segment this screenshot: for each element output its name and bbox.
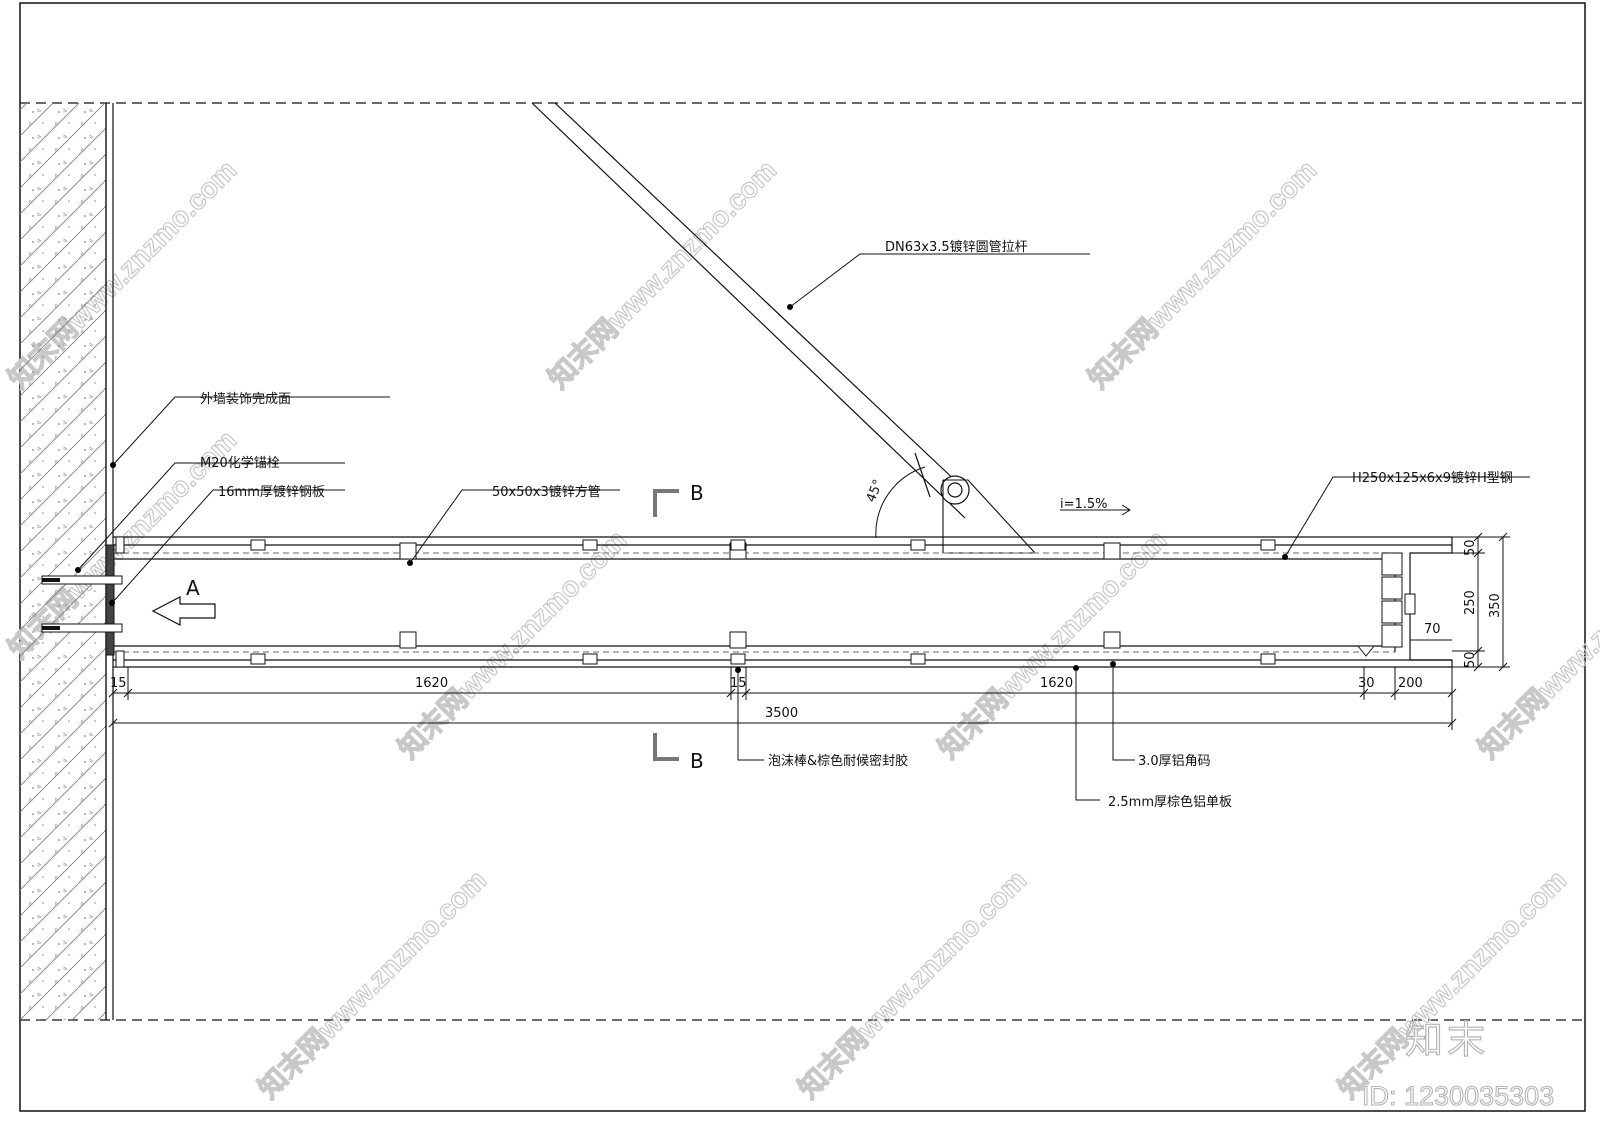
id-watermark: ID: 1230035303 (1362, 1081, 1554, 1111)
h-beam (113, 536, 1453, 668)
watermark-layer: 知末网www.znzmo.com 知末网www.znzmo.com 知末网www… (1, 153, 1600, 1105)
square-tube (399, 542, 417, 560)
aluminum-clip (250, 653, 266, 665)
section-mark-top (653, 489, 679, 517)
square-tube (729, 631, 747, 649)
vertical-dimensions (1410, 532, 1510, 672)
watermark-text: 知末网www.znzmo.com (542, 153, 783, 394)
pin-joint (940, 475, 970, 505)
dim-15-left: 15 (110, 676, 127, 691)
watermark-text: 知末网www.znzmo.com (1472, 523, 1600, 764)
aluminum-clip (582, 539, 598, 551)
square-tube (1103, 631, 1121, 649)
section-label-top: B (690, 481, 704, 505)
aluminum-clip (730, 653, 746, 665)
section-label-bottom: B (690, 749, 704, 773)
leader-lines (77, 253, 1530, 801)
dimension-chain (108, 667, 1457, 730)
view-arrow-label: A (186, 576, 200, 600)
label-h-beam: H250x125x6x9镀锌H型钢 (1352, 470, 1513, 486)
steel-plate (105, 544, 115, 656)
label-square-tube: 50x50x3镀锌方管 (492, 484, 601, 500)
end-connectors (1356, 552, 1416, 657)
dim-350: 350 (1488, 593, 1503, 618)
dim-3500: 3500 (765, 706, 798, 721)
dim-200: 200 (1398, 676, 1423, 691)
aluminum-clip (250, 539, 266, 551)
aluminum-clip (582, 653, 598, 665)
view-arrow (151, 596, 216, 626)
dim-1620-right: 1620 (1040, 676, 1073, 691)
aluminum-clip (910, 653, 926, 665)
drawing-frame (19, 2, 1586, 1112)
watermark-text: 知末网www.znzmo.com (1082, 153, 1323, 394)
label-aluminum-panel: 2.5mm厚棕色铝单板 (1108, 794, 1232, 810)
label-foam-sealant: 泡沫棒&棕色耐候密封胶 (768, 753, 908, 769)
watermark-text: 知末网www.znzmo.com (252, 863, 493, 1104)
dim-50-bottom: 50 (1463, 651, 1478, 668)
square-tube (1103, 542, 1121, 560)
label-finish-face: 外墙装饰完成面 (200, 392, 291, 407)
dim-50-top: 50 (1463, 539, 1478, 556)
label-steel-plate: 16mm厚镀锌钢板 (218, 484, 325, 500)
wall-anchor (41, 536, 125, 668)
square-tube (399, 631, 417, 649)
dim-70: 70 (1424, 622, 1441, 637)
watermark-text: 知末网www.znzmo.com (792, 863, 1033, 1104)
watermark-text: 知末网www.znzmo.com (1332, 863, 1573, 1104)
concrete-wall (20, 103, 106, 1020)
aluminum-clip (1260, 539, 1276, 551)
brand-watermark: 知末 (1405, 1020, 1489, 1062)
dim-1620-left: 1620 (415, 676, 448, 691)
label-tie-rod: DN63x3.5镀锌圆管拉杆 (885, 239, 1028, 255)
slope-label: i=1.5% (1060, 497, 1108, 512)
label-aluminum-angle: 3.0厚铝角码 (1138, 754, 1211, 769)
dim-30: 30 (1358, 676, 1375, 691)
label-anchor-bolt: M20化学锚栓 (200, 455, 280, 471)
dim-250: 250 (1463, 590, 1478, 615)
aluminum-clip (910, 539, 926, 551)
section-mark-bottom (653, 733, 679, 761)
aluminum-clip (730, 539, 746, 551)
leader-dots (75, 304, 1288, 673)
aluminum-clip (1260, 653, 1276, 665)
angle-label: 45° (864, 478, 887, 505)
angle-arc (875, 466, 926, 539)
connector-group (250, 539, 1276, 665)
